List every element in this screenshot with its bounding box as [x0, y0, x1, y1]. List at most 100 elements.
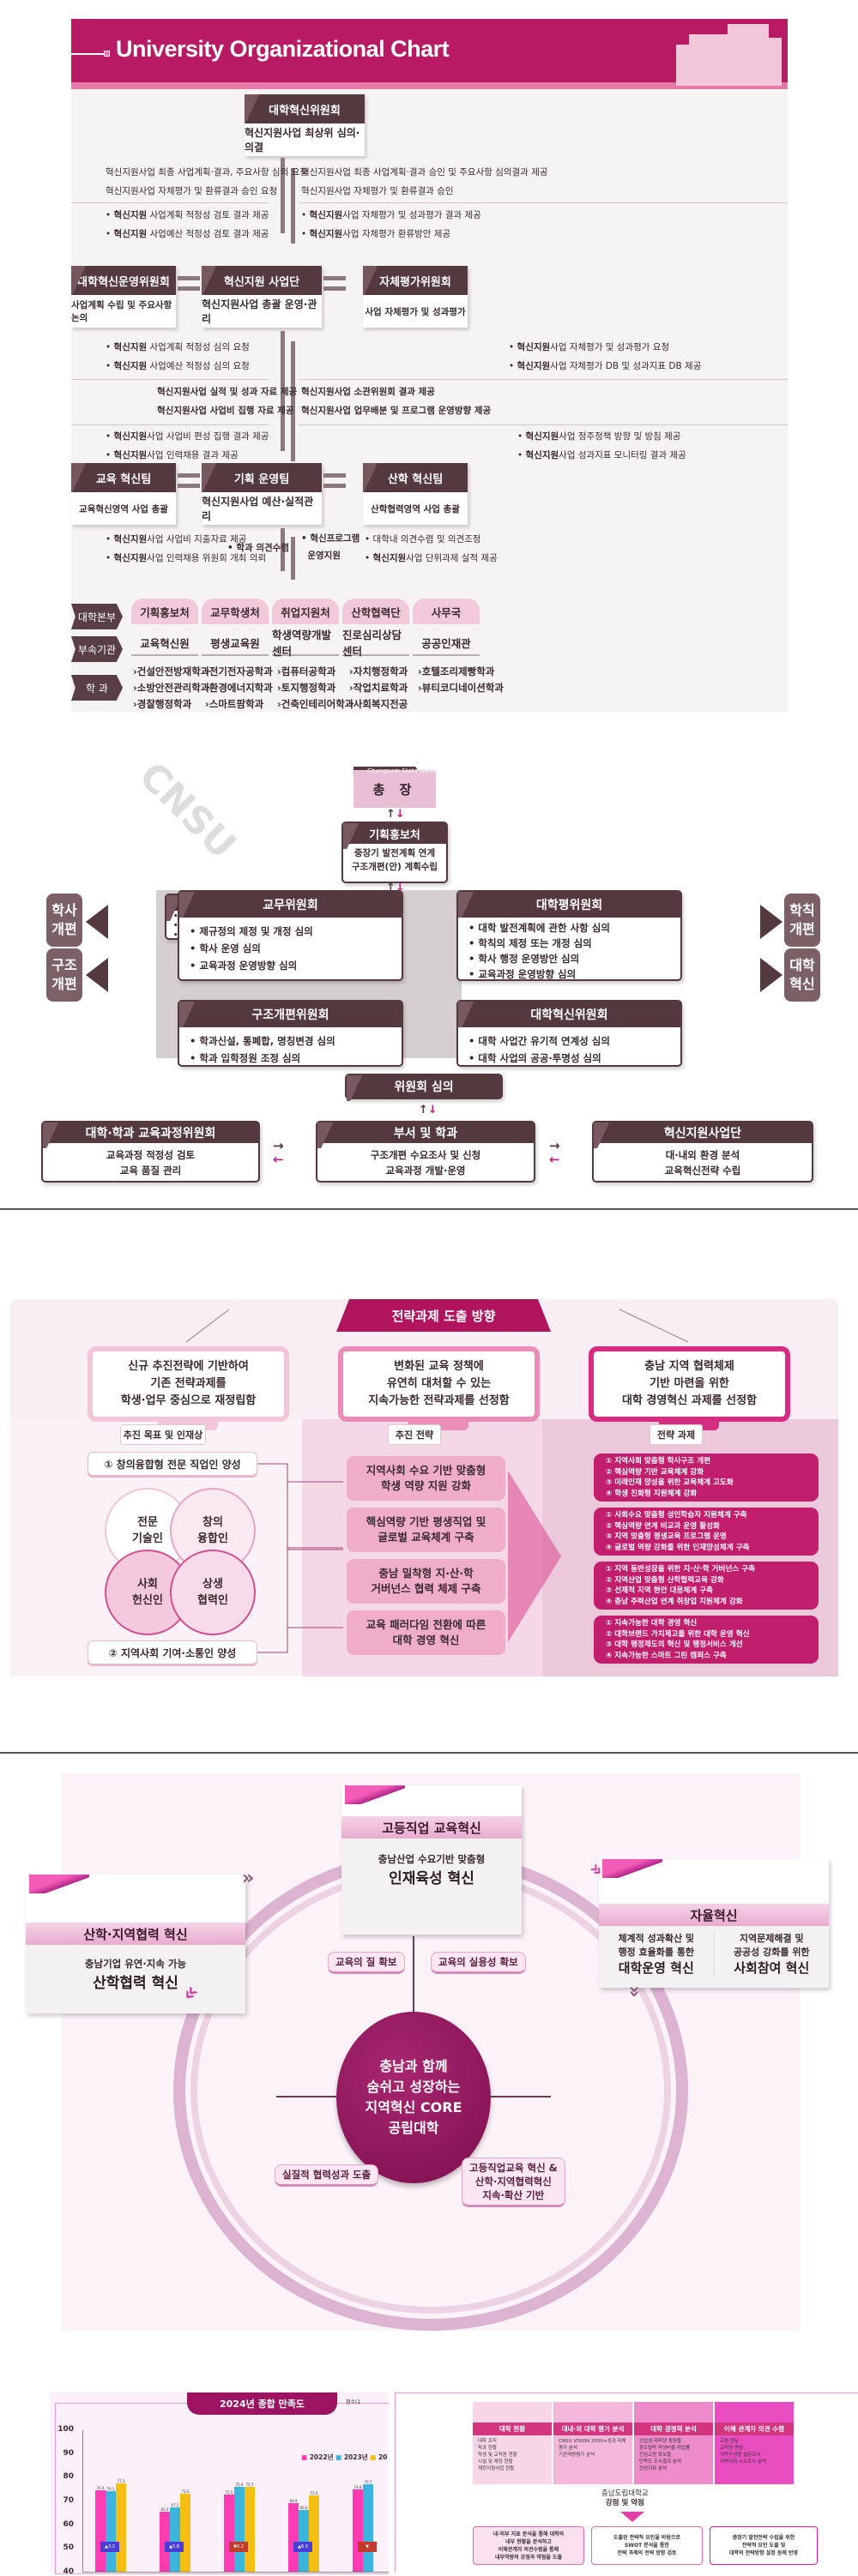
bar-value: 72.5 [225, 2490, 233, 2495]
exchange-arrow-icon: →← [549, 1138, 560, 1167]
row-label-hq: 대학본부 [71, 604, 123, 629]
hq-unit: 사무국 [413, 599, 480, 624]
chart-legend: ■ 2022년 ■ 2023년 ■ 20 [301, 2453, 388, 2461]
academic-committee-card: 교무위원회 제규정의 제정 및 개정 심의학사 운영 심의교육과정 운영방향 심… [178, 890, 403, 981]
chart-title: 2024년 종합 만족도 [187, 2392, 337, 2415]
left-arrow-icon [86, 958, 108, 992]
hq-unit: 교무학생처 [202, 599, 269, 624]
bar-value: 75.7 [245, 2483, 254, 2488]
notes-bottom-right: • 대학내 의견수렴 및 의견조정 • 혁신지원사업 단위과제 실적 제공 [365, 534, 498, 563]
y-tick: 60 [63, 2519, 74, 2529]
bar [363, 2484, 373, 2572]
y-tick: 40 [63, 2567, 74, 2576]
delta-badge: ▲6.0 [293, 2542, 312, 2553]
structure-reform-label: 구조 개편 [46, 948, 82, 1002]
bar-value: 77.3 [117, 2478, 125, 2483]
bar [170, 2507, 180, 2572]
updown-arrow-icon: ↑↓ [386, 808, 405, 821]
satisfaction-chart: 2024년 종합 만족도 점수(1 ■ 2022년 ■ 2023년 ■ 20 7… [50, 2392, 389, 2576]
y-tick: 70 [63, 2496, 74, 2505]
header-stripe [71, 82, 788, 89]
header-line [71, 53, 104, 55]
box-title: 대학혁신위원회 [245, 94, 365, 123]
bar-value: 74.8 [353, 2484, 362, 2489]
section-divider [0, 1752, 858, 1754]
hq-unit: 기획홍보처 [131, 599, 198, 624]
row-label-affiliated: 부속기관 [71, 636, 123, 662]
delta-badge: ▲3.2 [100, 2542, 119, 2553]
cnsu-watermark: CNSU [130, 754, 245, 868]
note-program-support: • 혁신프로그램 운영지원 [301, 533, 360, 561]
down-arrow [291, 341, 295, 461]
bar-value: 72.0 [310, 2491, 318, 2496]
bar [160, 2511, 170, 2572]
practical-label: 교육의 실용성 확보 [431, 1952, 526, 1974]
down-arrow-icon [620, 2512, 644, 2522]
right-arrow-icon [760, 958, 782, 992]
quality-label: 교육의 질 확보 [328, 1952, 405, 1974]
bar [95, 2489, 106, 2572]
bar-value: 76.7 [364, 2480, 372, 2485]
bar [353, 2489, 363, 2572]
org-chart-title: University Organizational Chart [116, 36, 450, 62]
hq-unit: 취업지원처 [272, 599, 339, 624]
column-header: 추진 목표 및 인재상 [120, 1424, 206, 1445]
university-innovation-label: 대학 혁신 [784, 948, 820, 1002]
y-tick: 80 [63, 2472, 74, 2482]
department-list: ›전기전자공학과›환경에너지학과›스마트팜학과 [205, 665, 273, 710]
hq-unit: 산학협력단 [342, 599, 409, 624]
notes-mid-right: • 혁신지원사업 자체평가 및 성과평가 결과 제공 • 혁신지원사업 자체평가… [301, 210, 481, 239]
column-header: 추진 전략 [388, 1424, 441, 1445]
affiliated-unit: 공공인재관 [413, 630, 480, 656]
right-arrow-icon [760, 905, 782, 939]
innovation-committee-box: 대학혁신위원회 혁신지원사업 최상위 심의·의결 [245, 94, 365, 156]
department-list: ›자치행정학과›작업치료학과›사회복지전공 [349, 665, 408, 710]
goal-1: ① 창의융합형 전문 직업인 양성 [88, 1452, 257, 1476]
delta-badge: ▼0.2 [229, 2542, 248, 2553]
org-chart-section: University Organizational Chart 대학혁신위원회 … [71, 19, 788, 712]
affiliated-unit: 학생역량개발센터 [272, 629, 339, 658]
affiliated-unit: 진로심리상담센터 [342, 629, 409, 658]
left-arrow-icon [86, 905, 108, 939]
bar [106, 2490, 116, 2572]
chevron-icon: » [623, 1985, 645, 1998]
rules-reform-label: 학칙 개편 [784, 894, 820, 947]
down-arrow [291, 168, 295, 244]
bar-value: 73.0 [181, 2489, 190, 2494]
h-arrow [178, 286, 200, 291]
v-connector [413, 1936, 414, 2012]
bar-value: 65.4 [160, 2507, 169, 2512]
row-label-departments: 학 과 [71, 675, 123, 701]
